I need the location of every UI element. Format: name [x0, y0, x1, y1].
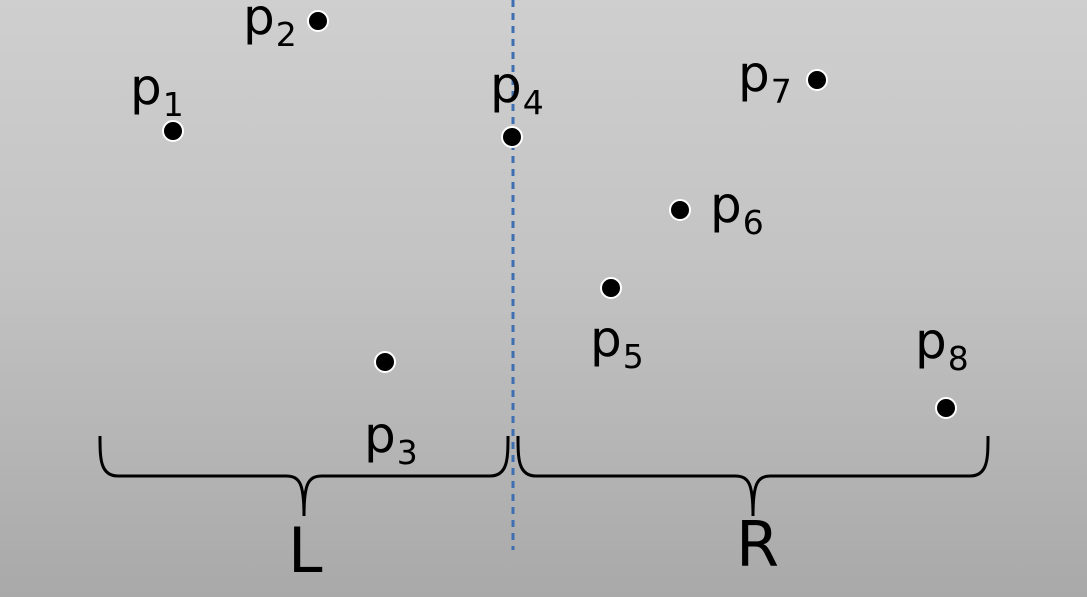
- point-p3: [374, 351, 396, 373]
- right-set-label: R: [736, 508, 780, 581]
- point-p7: [806, 69, 828, 91]
- point-p4: [501, 126, 523, 148]
- point-label-p6: p6: [710, 176, 764, 242]
- points-layer: [162, 10, 957, 419]
- point-p8: [935, 397, 957, 419]
- point-label-p5: p5: [590, 310, 644, 376]
- left-set-label: L: [288, 514, 323, 587]
- point-label-p4: p4: [490, 56, 544, 122]
- point-label-p1: p1: [130, 58, 184, 124]
- point-label-p7: p7: [738, 45, 792, 111]
- point-p6: [669, 199, 691, 221]
- point-p2: [307, 10, 329, 32]
- point-label-p8: p8: [915, 312, 969, 378]
- right-brace: [516, 435, 990, 517]
- point-label-p3: p3: [364, 406, 418, 472]
- point-label-p2: p2: [243, 0, 297, 54]
- left-brace: [98, 435, 510, 517]
- point-p1: [162, 120, 184, 142]
- point-p5: [600, 277, 622, 299]
